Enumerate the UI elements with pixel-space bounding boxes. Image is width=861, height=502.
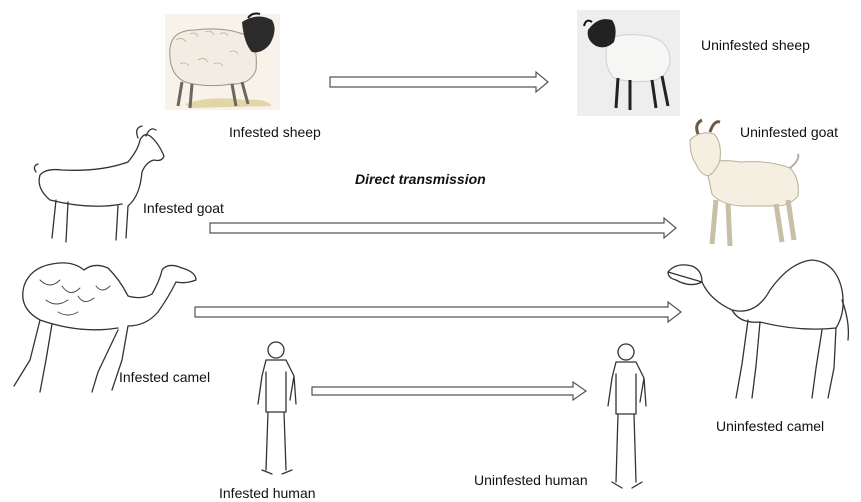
arrow-sheep bbox=[330, 72, 548, 92]
arrow-human bbox=[312, 382, 586, 400]
uninfested-goat-illustration bbox=[690, 120, 798, 246]
uninfested-sheep-illustration bbox=[577, 10, 680, 116]
uninfested-human-illustration bbox=[608, 344, 646, 488]
uninfested-camel-illustration bbox=[668, 260, 848, 398]
infested-goat-illustration bbox=[34, 126, 164, 242]
infested-human-illustration bbox=[258, 342, 296, 474]
infested-camel-illustration bbox=[14, 263, 196, 392]
infested-sheep-illustration bbox=[165, 14, 280, 111]
arrow-goat bbox=[210, 218, 676, 238]
arrow-camel bbox=[195, 302, 681, 322]
